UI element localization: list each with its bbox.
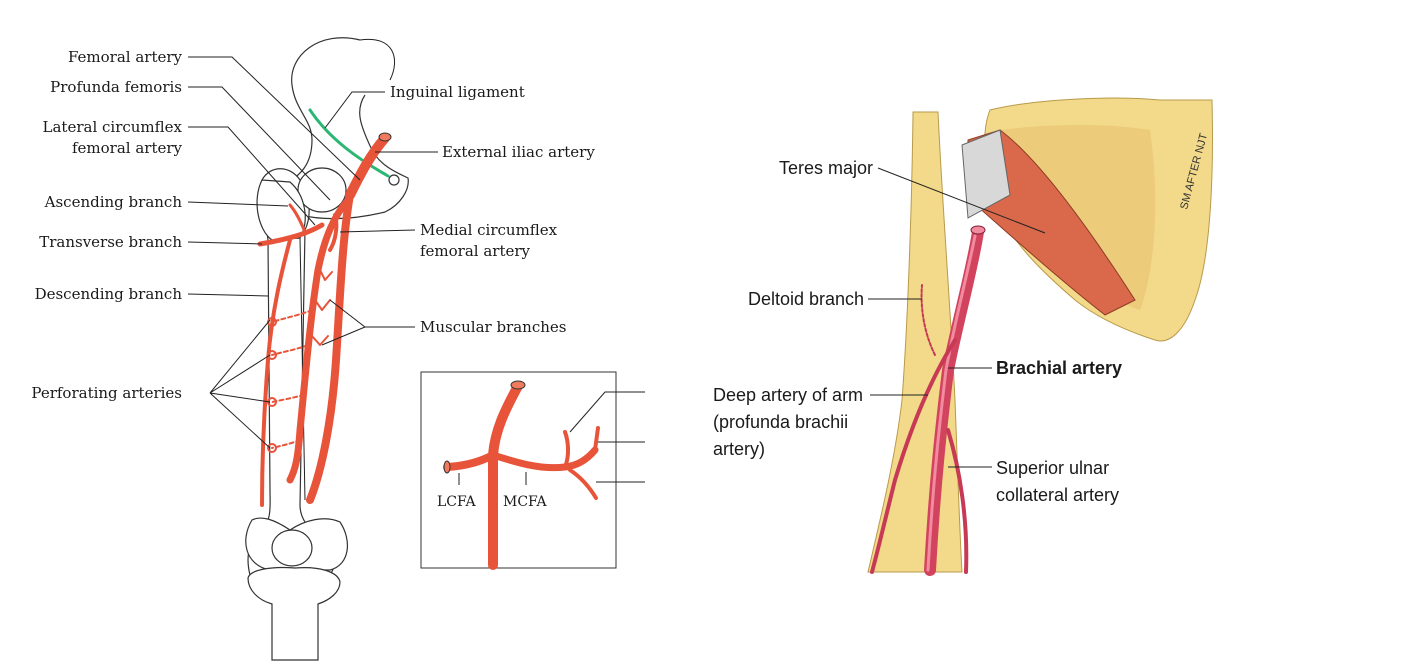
deep-artery-of-arm [870, 338, 957, 574]
label-external-iliac: External iliac artery [442, 143, 595, 161]
descending-branch [260, 238, 292, 507]
inset-cut-end-left [443, 460, 451, 474]
external-iliac-cut-end [378, 132, 392, 142]
label-superior-ulnar-2: collateral artery [996, 485, 1119, 505]
leader-descending-branch [187, 293, 269, 297]
leader-teres-major [877, 167, 1046, 234]
inset-label-mcfa: MCFA [503, 494, 548, 510]
leader-femoral-artery [188, 56, 361, 181]
label-profunda-femoris: Profunda femoris [50, 78, 182, 96]
brachial-cut-end [970, 225, 986, 235]
label-deltoid-branch: Deltoid branch [748, 289, 864, 309]
deltoid-branch [920, 284, 936, 356]
inset-mcfa-sub-2 [568, 468, 598, 500]
inset-leader-1 [569, 391, 645, 433]
teres-major-muscle [967, 129, 1136, 316]
teres-major-tendon [961, 129, 1011, 219]
label-lateral-circumflex-2: femoral artery [72, 139, 183, 157]
leader-muscular-branches [321, 299, 415, 346]
pubic-tubercle [388, 174, 400, 186]
tibia [247, 566, 341, 661]
perforating-arteries [267, 309, 313, 453]
leader-lateral-circumflex [188, 126, 316, 226]
medial-circumflex-artery [328, 213, 339, 252]
inset-mcfa-sub-1 [563, 430, 570, 469]
leader-perforating-arteries [209, 319, 271, 449]
label-teres-major: Teres major [779, 158, 873, 178]
leader-transverse-branch [187, 241, 263, 245]
label-lateral-circumflex-1: Lateral circumflex [43, 118, 183, 136]
label-medial-circumflex-1: Medial circumflex [420, 221, 558, 239]
label-ascending-branch: Ascending branch [44, 193, 183, 211]
leader-ascending-branch [187, 201, 289, 207]
label-deep-artery-1: Deep artery of arm [713, 385, 863, 405]
superior-ulnar-collateral [946, 428, 969, 574]
brachial-figure: SM AFTER NJT Teres major Deltoid branch … [713, 97, 1213, 576]
brachial-artery [924, 226, 984, 576]
label-brachial-artery: Brachial artery [996, 358, 1122, 378]
muscular-branch-1 [319, 269, 333, 281]
brachial-artery-highlight [926, 234, 977, 572]
inset-lcfa-branch [443, 451, 497, 471]
label-perforating-arteries: Perforating arteries [31, 384, 182, 402]
leader-medial-circumflex [339, 229, 416, 233]
inset-diagram: LCFA MCFA [420, 371, 645, 570]
label-descending-branch: Descending branch [35, 285, 183, 303]
external-iliac-artery [345, 133, 390, 200]
label-transverse-branch: Transverse branch [39, 233, 182, 251]
inguinal-ligament [308, 108, 390, 178]
femoral-figure: Femoral artery Profunda femoris Lateral … [31, 37, 645, 661]
label-muscular-branches: Muscular branches [420, 318, 566, 336]
ascending-branch [288, 203, 307, 234]
leader-inguinal-ligament [324, 91, 385, 129]
muscular-branch-2 [314, 299, 331, 311]
inset-mcfa-sub-3 [593, 426, 600, 452]
label-superior-ulnar-1: Superior ulnar [996, 458, 1109, 478]
inset-cut-end-top [510, 380, 526, 390]
label-inguinal-ligament: Inguinal ligament [390, 83, 525, 101]
lateral-circumflex-artery [257, 222, 325, 247]
muscular-branch-3 [311, 335, 329, 346]
hip-bone-crest [359, 38, 396, 81]
profunda-femoris [286, 196, 352, 484]
femoral-artery [306, 191, 354, 504]
label-medial-circumflex-2: femoral artery [420, 242, 531, 260]
label-deep-artery-3: artery) [713, 439, 765, 459]
inset-label-lcfa: LCFA [437, 494, 477, 510]
leader-profunda-femoris [188, 86, 331, 201]
patella [271, 529, 313, 567]
label-femoral-artery: Femoral artery [68, 48, 183, 66]
label-deep-artery-2: (profunda brachii [713, 412, 848, 432]
